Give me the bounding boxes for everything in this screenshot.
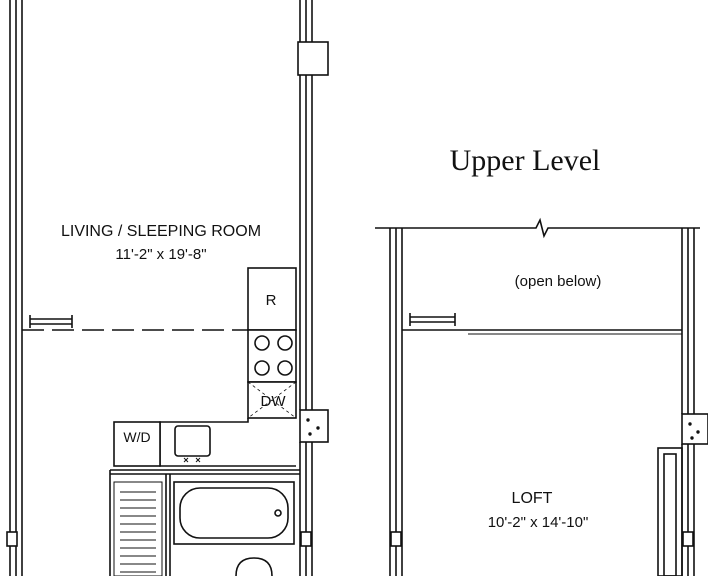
break-line	[375, 217, 700, 239]
loft-edge-line	[22, 315, 248, 331]
washer-dryer	[113, 421, 161, 467]
upper-left-wall	[389, 228, 403, 576]
lower-level-plan	[6, 0, 329, 576]
closet-shelves	[113, 481, 163, 576]
washer-dryer-label: W/D	[123, 429, 150, 445]
upper-level-plan	[375, 217, 708, 576]
dishwasher-label: DW	[261, 393, 287, 410]
left-exterior-wall	[6, 0, 23, 576]
right-partition-wall	[297, 0, 329, 576]
plan-title: Upper Level	[450, 144, 601, 177]
upper-right-wall	[657, 228, 708, 576]
refrigerator-label: R	[266, 292, 277, 309]
living-room-dims: 11'-2" x 19'-8"	[115, 246, 206, 263]
loft-label: LOFT	[512, 490, 553, 507]
kitchen-counter	[159, 418, 296, 467]
dishwasher	[247, 381, 297, 419]
bathroom-walls	[109, 469, 300, 576]
loft-dims: 10'-2" x 14'-10"	[488, 514, 589, 531]
open-below-note: (open below)	[515, 273, 602, 290]
stove	[247, 329, 297, 383]
bathtub	[173, 481, 295, 545]
living-room-label: LIVING / SLEEPING ROOM	[61, 223, 261, 240]
loft-railing	[402, 313, 682, 335]
refrigerator	[247, 267, 297, 331]
toilet	[235, 557, 273, 576]
